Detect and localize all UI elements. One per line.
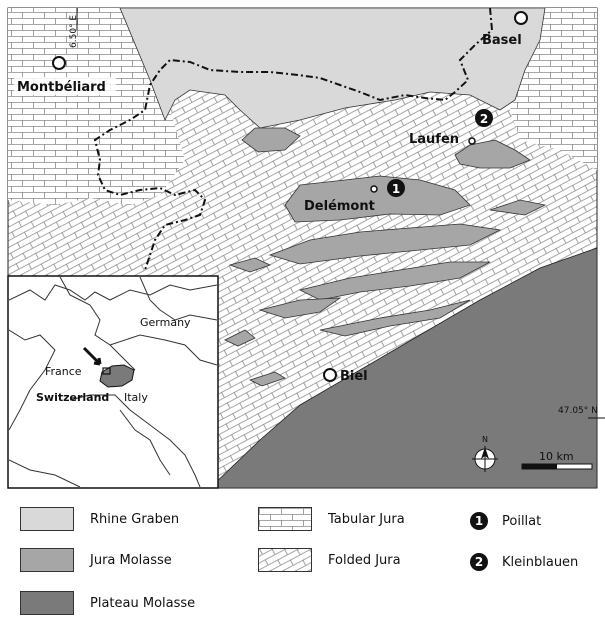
legend-label-rhine-graben: Rhine Graben: [90, 511, 180, 527]
north-arrow-label: N: [482, 435, 488, 444]
inset-label-germany: Germany: [140, 316, 191, 329]
site-number-1: 1: [392, 182, 400, 196]
site-number-2: 2: [480, 112, 488, 126]
legend-item-folded-jura: Folded Jura: [258, 547, 401, 573]
legend-item-plateau-molasse: Plateau Molasse: [20, 590, 195, 616]
inset-map: Germany France Switzerland Italy: [7, 275, 219, 489]
city-delemont[interactable]: Delémont: [304, 185, 378, 214]
legend-item-tabular-jura: Tabular Jura: [258, 506, 405, 532]
inset-label-france: France: [45, 365, 82, 378]
city-label-delemont: Delémont: [304, 199, 375, 214]
pointer-arrow: [82, 346, 102, 366]
legend-site-number-2: 2: [470, 553, 488, 571]
legend-swatch-tabular-jura: [258, 507, 312, 531]
scale-bar: 10 km: [521, 450, 593, 470]
legend-swatch-folded-jura: [258, 548, 312, 572]
legend-item-site-1: 1 Poillat: [470, 508, 541, 534]
plateau-molasse: [209, 247, 598, 489]
legend-label-jura-molasse: Jura Molasse: [90, 552, 172, 568]
legend-label-tabular-jura: Tabular Jura: [328, 511, 405, 527]
city-label-laufen: Laufen: [409, 132, 459, 147]
map-legend: Rhine Graben Jura Molasse Plateau Molass…: [0, 490, 605, 633]
scale-bar-label: 10 km: [539, 450, 574, 463]
geological-map: 6.50° E 47.05° N Montbéliard Basel Laufe…: [7, 7, 605, 489]
city-montbeliard[interactable]: Montbéliard: [14, 56, 116, 95]
site-marker-2[interactable]: 2: [475, 109, 493, 127]
city-marker: [52, 56, 66, 70]
legend-site-number-1: 1: [470, 512, 488, 530]
city-label-montbeliard: Montbéliard: [17, 80, 106, 95]
legend-site-name-1: Poillat: [502, 513, 542, 529]
city-marker: [370, 185, 378, 193]
city-label-biel: Biel: [340, 369, 368, 384]
rhine-graben: [119, 7, 546, 129]
north-arrow: N: [472, 435, 498, 472]
jura-molasse-patches: [224, 127, 547, 387]
city-basel[interactable]: Basel: [482, 11, 528, 48]
city-label-basel: Basel: [482, 33, 522, 48]
study-area-box: [102, 367, 111, 375]
national-border: [93, 7, 494, 271]
city-biel[interactable]: Biel: [323, 368, 368, 384]
city-marker: [323, 368, 337, 382]
legend-item-site-2: 2 Kleinblauen: [470, 549, 578, 575]
legend-label-plateau-molasse: Plateau Molasse: [90, 595, 196, 611]
legend-site-name-2: Kleinblauen: [502, 554, 579, 570]
city-laufen[interactable]: Laufen: [409, 132, 476, 147]
inset-label-switzerland: Switzerland: [36, 391, 109, 404]
legend-swatch-rhine-graben: [20, 507, 74, 531]
legend-item-rhine-graben: Rhine Graben: [20, 506, 179, 532]
latitude-label: 47.05° N: [558, 406, 598, 416]
legend-item-jura-molasse: Jura Molasse: [20, 547, 172, 573]
site-marker-1[interactable]: 1: [387, 179, 405, 197]
switzerland-shape: [99, 364, 135, 388]
city-marker: [514, 11, 528, 25]
legend-label-folded-jura: Folded Jura: [328, 552, 401, 568]
inset-label-italy: Italy: [124, 391, 148, 404]
legend-swatch-plateau-molasse: [20, 591, 74, 615]
legend-swatch-jura-molasse: [20, 548, 74, 572]
city-marker: [468, 137, 476, 145]
longitude-label: 6.50° E: [69, 15, 79, 48]
